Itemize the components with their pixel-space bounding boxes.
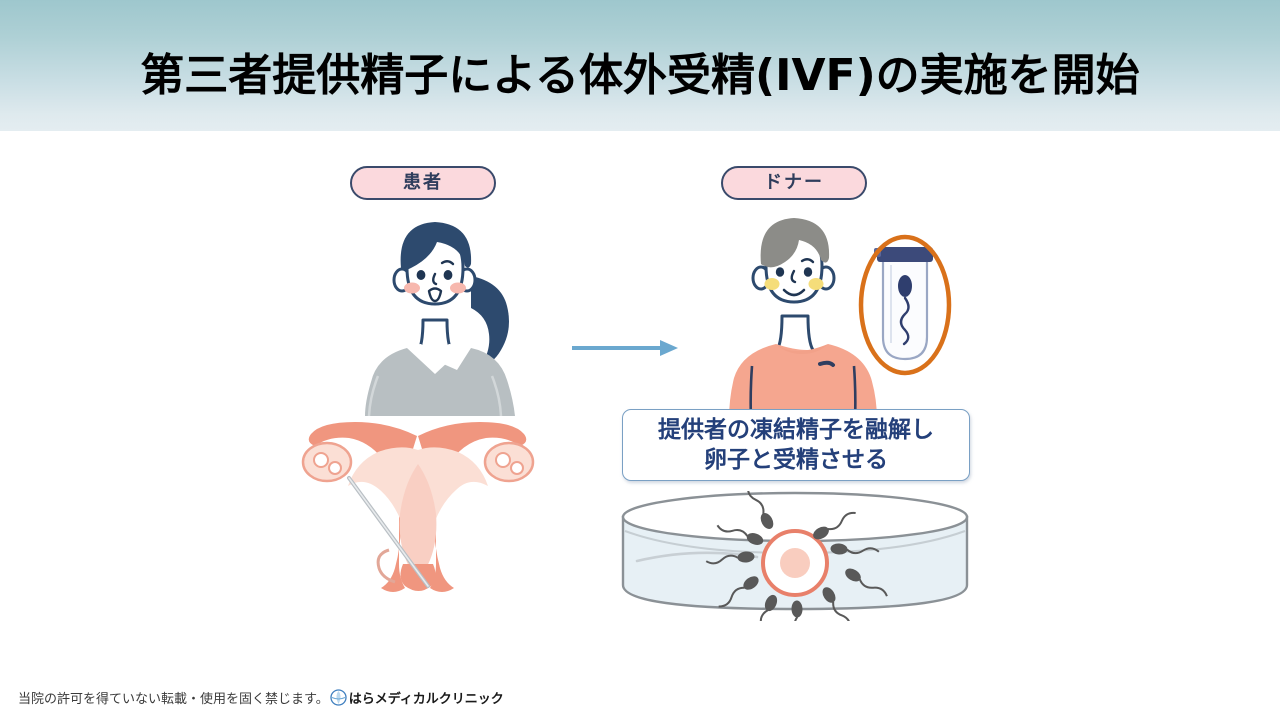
diagram-stage: 患者 ドナー [0, 131, 1280, 720]
male-donor-icon [708, 216, 898, 421]
uterus-anatomy-icon [285, 406, 550, 601]
footer-bar: 当院の許可を得ていない転載・使用を固く禁じます。 はらメディカルクリニック [0, 680, 1280, 720]
callout-line-1: 提供者の凍結精子を融解し [658, 417, 934, 443]
clinic-brand-name: はらメディカルクリニック [348, 692, 504, 707]
female-patient-icon [345, 216, 525, 417]
copyright-notice: 当院の許可を得ていない転載・使用を固く禁じます。 [18, 692, 329, 707]
petri-dish-fertilization-icon [615, 485, 975, 650]
cryovial-sperm-icon [855, 231, 955, 381]
callout-line-2: 卵子と受精させる [704, 447, 888, 473]
footer-row: 当院の許可を得ていない転載・使用を固く禁じます。 はらメディカルクリニック [18, 688, 504, 707]
page-title: 第三者提供精子による体外受精(IVF)の実施を開始 [140, 50, 1140, 101]
donor-label-badge: ドナー [721, 166, 867, 200]
callout-textbox: 提供者の凍結精子を融解し 卵子と受精させる [622, 409, 970, 481]
header-banner: 第三者提供精子による体外受精(IVF)の実施を開始 [0, 0, 1280, 131]
patient-label-badge: 患者 [350, 166, 496, 200]
clinic-logo-icon [330, 689, 347, 706]
right-arrow-icon [570, 336, 680, 360]
